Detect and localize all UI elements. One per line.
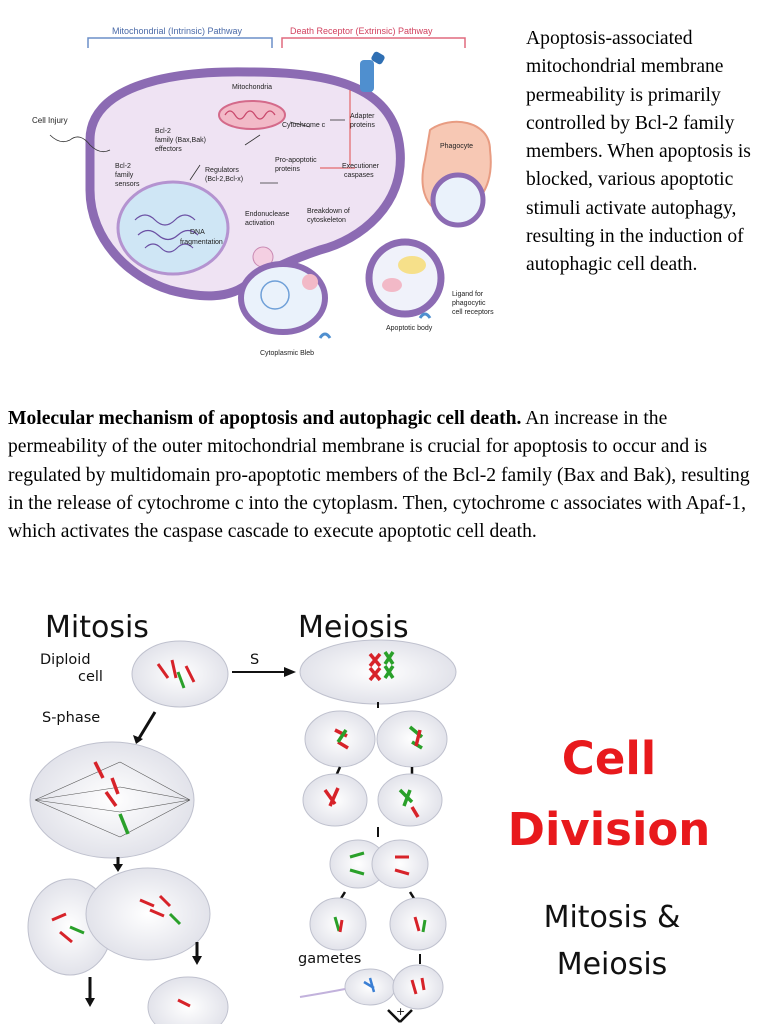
adapter-label-1: Adapter	[350, 113, 375, 120]
nucleus	[116, 180, 230, 276]
subtitle-line-1: Mitosis &	[544, 900, 681, 935]
regulators-label-1: Regulators	[205, 167, 239, 174]
mitosis-title: Mitosis	[45, 610, 149, 645]
regulators-label-2: (Bcl-2,Bcl-x)	[205, 176, 243, 183]
subtitle-line-2: Meiosis	[557, 947, 668, 982]
gametes-label: gametes	[298, 951, 361, 967]
s-phase-label: S-phase	[42, 710, 100, 726]
intrinsic-pathway-label: Mitochondrial (Intrinsic) Pathway	[112, 26, 243, 36]
cell-division-diagram: Mitosis Meiosis Diploid cell S S-phase g…	[27, 610, 711, 1024]
caption-heading: Molecular mechanism of apoptosis and aut…	[8, 408, 522, 429]
apoptotic-body	[365, 238, 445, 318]
bcl2-sensors-label-3: sensors	[115, 181, 140, 188]
meiosis-title: Meiosis	[298, 610, 409, 645]
breakdown-label-2: cytoskeleton	[307, 217, 346, 224]
death-receptor	[360, 60, 374, 92]
cell-title: Cell	[562, 732, 656, 785]
division-title: Division	[508, 803, 711, 856]
ligand-label-1: Ligand for	[452, 291, 484, 298]
bcl2-sensors-label-1: Bcl-2	[115, 163, 131, 170]
proapoptotic-label-1: Pro-apoptotic	[275, 157, 317, 164]
endonuclease-label-1: Endonuclease	[245, 211, 289, 218]
dna-label-1: DNA	[190, 229, 205, 236]
intrinsic-pathway-bracket: Mitochondrial (Intrinsic) Pathway	[87, 26, 273, 48]
endonuclease-label-2: activation	[245, 220, 275, 227]
ligand-label-2: phagocytic	[452, 300, 486, 307]
bcl2-effectors-label-3: effectors	[155, 146, 182, 153]
apoptotic-body-label: Apoptotic body	[386, 325, 433, 332]
phagocyte-label: Phagocyte	[440, 143, 473, 150]
plus-sign: +	[396, 1005, 405, 1018]
cell-injury-label: Cell Injury	[32, 116, 68, 125]
ligand-label-3: cell receptors	[452, 309, 494, 316]
adapter-label-2: proteins	[350, 122, 375, 129]
bcl2-effectors-label-1: Bcl-2	[155, 128, 171, 135]
bcl2-effectors-label-2: family (Bax,Bak)	[155, 137, 206, 144]
mitochondrion	[218, 100, 286, 130]
mitochondria-label: Mitochondria	[232, 84, 272, 91]
proapoptotic-label-2: proteins	[275, 166, 300, 173]
diploid-label-2: cell	[78, 669, 103, 685]
cytoplasmic-bleb-label: Cytoplasmic Bleb	[260, 350, 314, 357]
side-paragraph: Apoptosis-associated mitochondrial membr…	[526, 28, 751, 276]
breakdown-label-1: Breakdown of	[307, 208, 350, 215]
s-label: S	[250, 652, 259, 668]
figure-caption: Molecular mechanism of apoptosis and aut…	[8, 405, 764, 546]
cytochrome-c-label: Cytochrome c	[282, 122, 326, 129]
diploid-label-1: Diploid	[40, 652, 91, 668]
extrinsic-pathway-label: Death Receptor (Extrinsic) Pathway	[290, 26, 433, 36]
extrinsic-pathway-bracket: Death Receptor (Extrinsic) Pathway	[281, 26, 466, 48]
dna-label-2: fragmentation	[180, 239, 223, 246]
apoptosis-diagram: Mitochondrial (Intrinsic) Pathway Death …	[32, 26, 494, 357]
bcl2-sensors-label-2: family	[115, 172, 134, 179]
executioner-label-2: caspases	[344, 172, 374, 179]
executioner-label-1: Executioner	[342, 163, 380, 170]
caption-body: An increase in the permeability of the o…	[8, 408, 750, 543]
